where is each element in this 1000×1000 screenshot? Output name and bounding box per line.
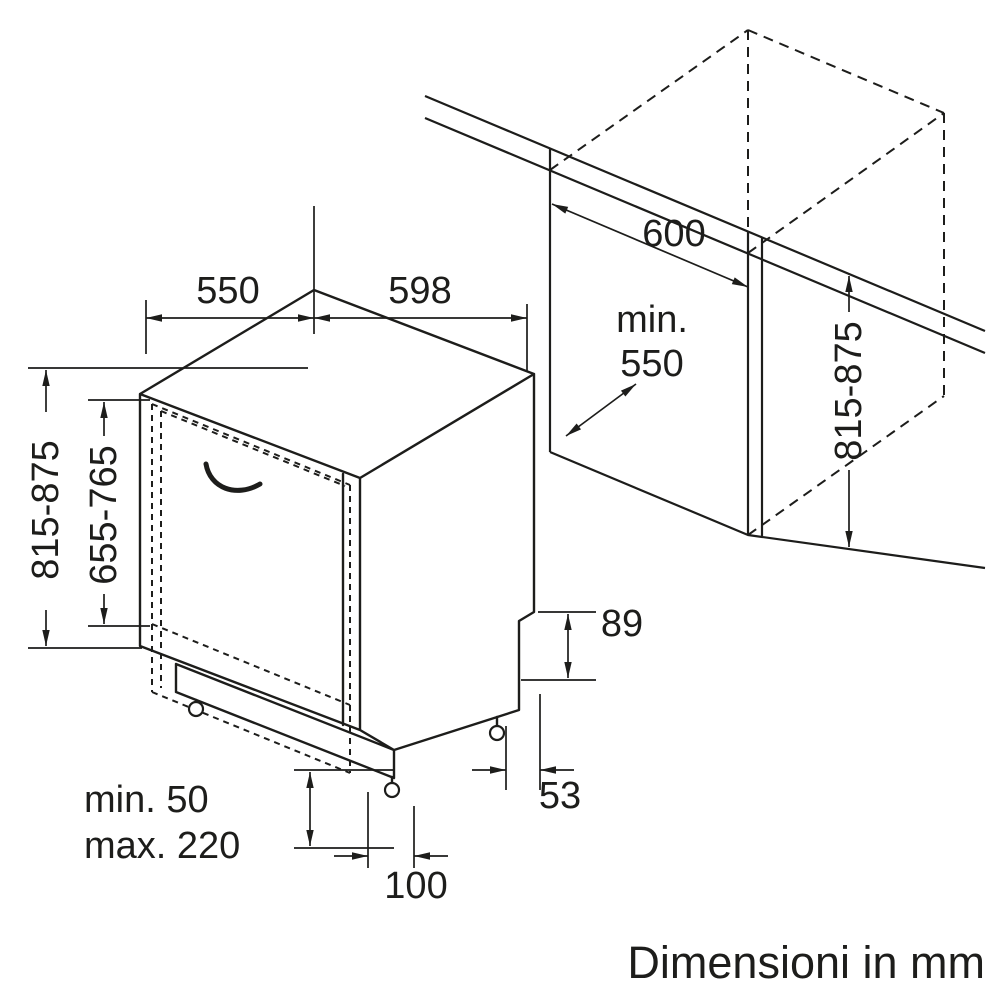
dim-niche-width-600 [551,203,749,288]
dimension-labels: 550 598 815-875 655-765 min. 50 max. 220… [25,213,985,988]
dim-niche-depth [565,383,637,437]
label-door-655-765: 655-765 [83,445,125,584]
label-niche-depth-min: min. [616,299,688,341]
niche-counter-and-walls [424,94,986,570]
label-height-815-875: 815-875 [25,440,67,579]
extension-lines [28,206,596,868]
label-100: 100 [384,865,447,907]
niche-drawing [424,29,986,570]
label-plinth-max: max. 220 [84,825,240,867]
label-53: 53 [539,775,581,817]
foot-left [187,700,205,718]
label-89: 89 [601,603,643,645]
dishwasher-body-outline [138,288,536,780]
label-niche-height-815-875: 815-875 [828,321,870,460]
dishwasher-feet [187,698,506,799]
label-depth-550: 550 [196,270,259,312]
niche-dashed-box [549,29,945,536]
door-handle [203,461,263,493]
foot-front [383,781,401,799]
dishwasher-drawing [138,288,536,799]
dimension-arrows [42,203,853,860]
caption-units: Dimensioni in mm [627,937,985,988]
foot-right [488,724,506,742]
furniture-door-dashed-outline [151,403,351,774]
label-niche-depth-550: 550 [620,343,683,385]
label-width-598: 598 [388,270,451,312]
label-plinth-min: min. 50 [84,779,209,821]
label-niche-width-600: 600 [642,213,705,255]
extension-line-set [28,206,596,868]
